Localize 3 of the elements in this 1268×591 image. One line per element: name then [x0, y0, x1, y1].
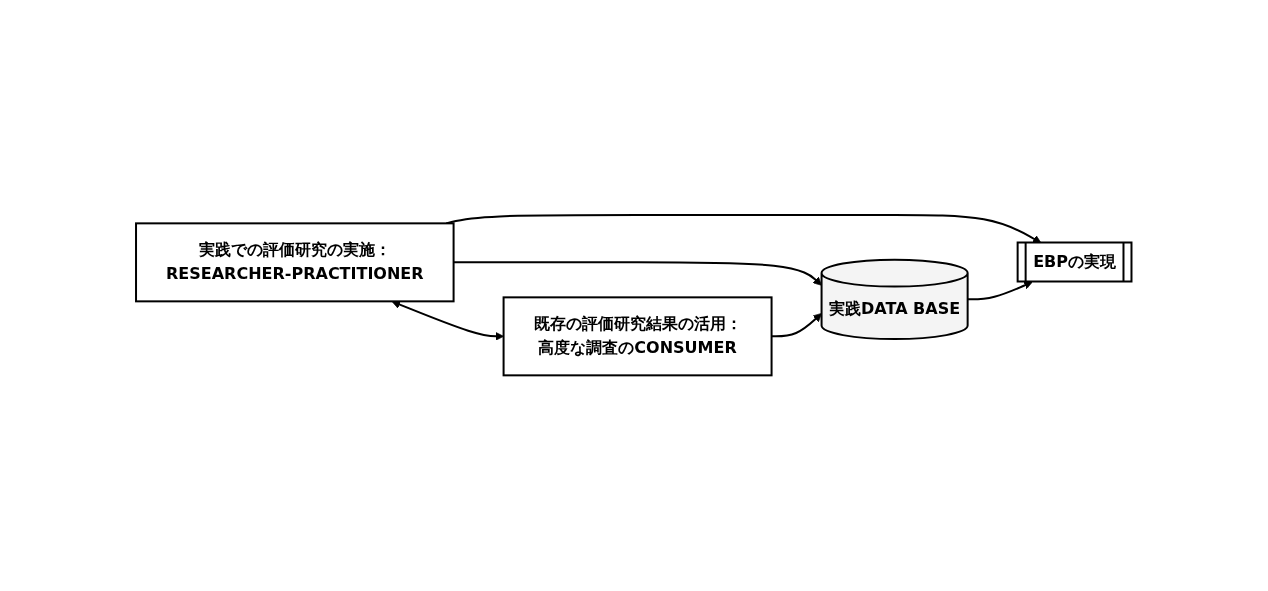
- arrow: [966, 281, 1033, 301]
- node-box: 既存の評価研究結果の活用： 高度な調査のCONSUMER: [502, 296, 773, 377]
- node-box: 実践での評価研究の実施： RESEARCHER-PRACTITIONER: [135, 222, 455, 303]
